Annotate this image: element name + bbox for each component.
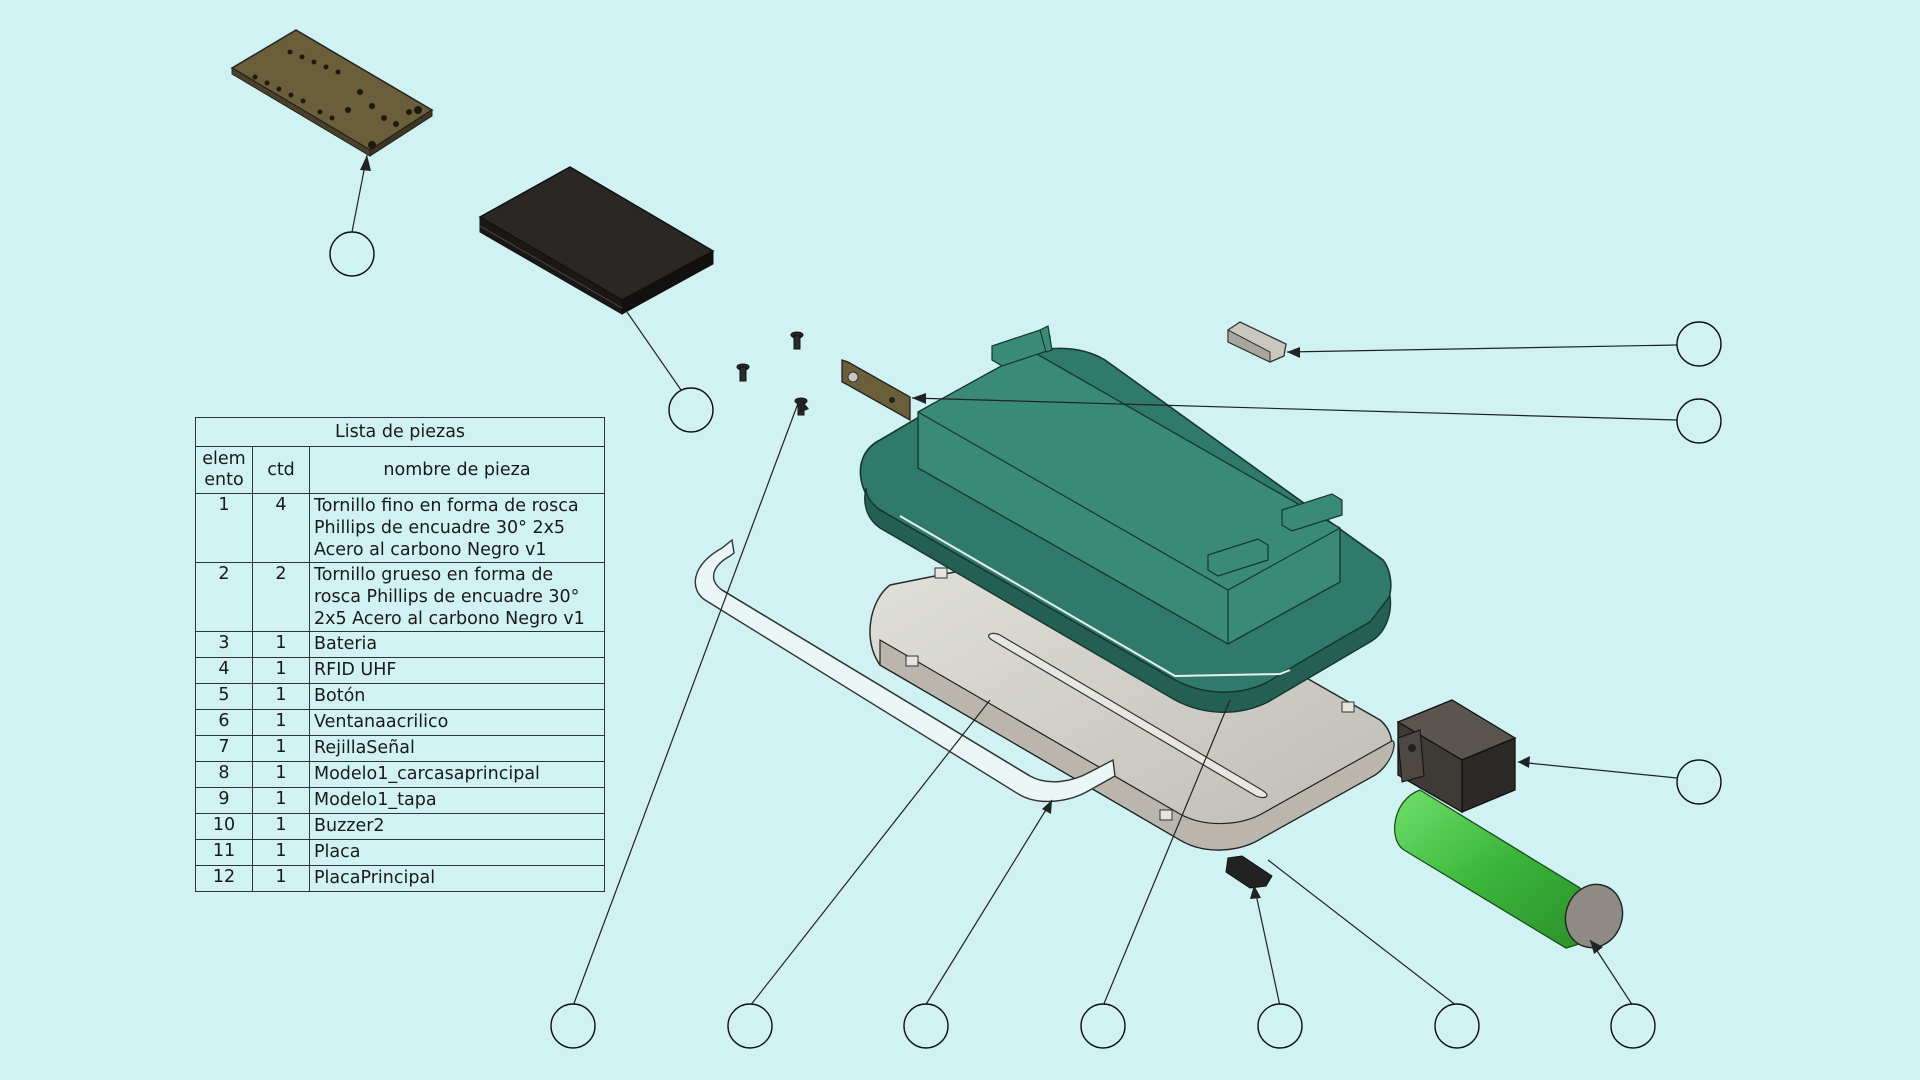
row-item: 9	[195, 787, 253, 814]
balloon-8: 8	[1080, 1003, 1126, 1049]
table-row: 10 1 Buzzer2	[195, 813, 605, 840]
row-name: PlacaPrincipal	[309, 865, 605, 892]
row-name: Tornillo fino en forma de rosca Phillips…	[309, 493, 605, 563]
signal-grille-part	[1225, 855, 1273, 889]
row-name: Ventanaacrilico	[309, 709, 605, 736]
row-qty: 1	[252, 839, 310, 866]
leader-arrowheads	[360, 155, 1603, 954]
parts-list-title: Lista de piezas	[195, 417, 605, 447]
table-row: 3 1 Bateria	[195, 631, 605, 658]
table-row: 4 1 RFID UHF	[195, 657, 605, 684]
balloons: 12 4 5 11 10 1 2 6 8 7 9 3	[329, 231, 1722, 1049]
row-name: Buzzer2	[309, 813, 605, 840]
row-qty: 1	[252, 709, 310, 736]
svg-text:2: 2	[742, 1011, 759, 1041]
row-name: Botón	[309, 683, 605, 710]
row-name: RFID UHF	[309, 657, 605, 684]
row-name: RejillaSeñal	[309, 735, 605, 762]
balloon-3: 3	[1610, 1003, 1656, 1049]
svg-text:10: 10	[1682, 767, 1715, 797]
row-qty: 1	[252, 657, 310, 684]
screw-a	[790, 331, 804, 350]
main-housing-part	[859, 325, 1392, 713]
screw-b	[736, 363, 750, 382]
balloon-12: 12	[329, 231, 375, 277]
table-row: 11 1 Placa	[195, 839, 605, 866]
header-item: elem ento	[195, 446, 253, 494]
row-qty: 1	[252, 683, 310, 710]
pcb-main-part	[230, 29, 434, 157]
row-qty: 1	[252, 787, 310, 814]
row-item: 11	[195, 839, 253, 866]
table-row: 6 1 Ventanaacrilico	[195, 709, 605, 736]
row-item: 6	[195, 709, 253, 736]
row-item: 3	[195, 631, 253, 658]
header-qty: ctd	[252, 446, 310, 494]
row-item: 2	[195, 562, 253, 632]
rfid-module-part	[478, 166, 715, 315]
table-row: 2 2 Tornillo grueso en forma de rosca Ph…	[195, 562, 605, 632]
battery-part	[1394, 789, 1624, 949]
row-name: Modelo1_carcasaprincipal	[309, 761, 605, 788]
screw-parts	[736, 331, 808, 416]
buzzer-part	[1396, 699, 1517, 814]
parts-list-table: Lista de piezas elem ento ctd nombre de …	[195, 417, 605, 892]
balloon-5: 5	[1676, 321, 1722, 367]
row-qty: 1	[252, 735, 310, 762]
row-item: 7	[195, 735, 253, 762]
balloon-2: 2	[727, 1003, 773, 1049]
row-qty: 1	[252, 813, 310, 840]
table-row: 9 1 Modelo1_tapa	[195, 787, 605, 814]
balloon-4: 4	[668, 387, 714, 433]
lid-part	[869, 550, 1395, 851]
table-row: 7 1 RejillaSeñal	[195, 735, 605, 762]
header-name: nombre de pieza	[309, 446, 605, 494]
row-name: Tornillo grueso en forma de rosca Philli…	[309, 562, 605, 632]
row-item: 10	[195, 813, 253, 840]
balloon-1: 1	[550, 1003, 596, 1049]
svg-text:1: 1	[565, 1011, 582, 1041]
table-row: 8 1 Modelo1_carcasaprincipal	[195, 761, 605, 788]
balloon-7: 7	[1257, 1003, 1303, 1049]
balloon-6: 6	[903, 1003, 949, 1049]
row-name: Modelo1_tapa	[309, 787, 605, 814]
svg-text:7: 7	[1272, 1011, 1289, 1041]
svg-text:12: 12	[335, 239, 368, 269]
svg-text:8: 8	[1095, 1011, 1112, 1041]
row-qty: 1	[252, 865, 310, 892]
table-row: 5 1 Botón	[195, 683, 605, 710]
row-item: 12	[195, 865, 253, 892]
row-qty: 1	[252, 631, 310, 658]
balloon-10: 10	[1676, 759, 1722, 805]
row-item: 1	[195, 493, 253, 563]
balloon-9: 9	[1434, 1003, 1480, 1049]
row-item: 4	[195, 657, 253, 684]
row-qty: 1	[252, 761, 310, 788]
svg-text:3: 3	[1625, 1011, 1642, 1041]
acrylic-window-part	[694, 538, 1116, 803]
row-item: 8	[195, 761, 253, 788]
svg-text:11: 11	[1682, 406, 1715, 436]
row-name: Placa	[309, 839, 605, 866]
svg-text:9: 9	[1449, 1011, 1466, 1041]
svg-text:5: 5	[1691, 329, 1708, 359]
row-qty: 4	[252, 493, 310, 563]
table-row: 1 4 Tornillo fino en forma de rosca Phil…	[195, 493, 605, 563]
row-item: 5	[195, 683, 253, 710]
balloon-11: 11	[1676, 398, 1722, 444]
table-row: 12 1 PlacaPrincipal	[195, 865, 605, 892]
svg-text:6: 6	[918, 1011, 935, 1041]
row-qty: 2	[252, 562, 310, 632]
button-part	[1227, 321, 1287, 363]
small-board-part	[841, 359, 911, 422]
svg-text:4: 4	[683, 395, 700, 425]
row-name: Bateria	[309, 631, 605, 658]
